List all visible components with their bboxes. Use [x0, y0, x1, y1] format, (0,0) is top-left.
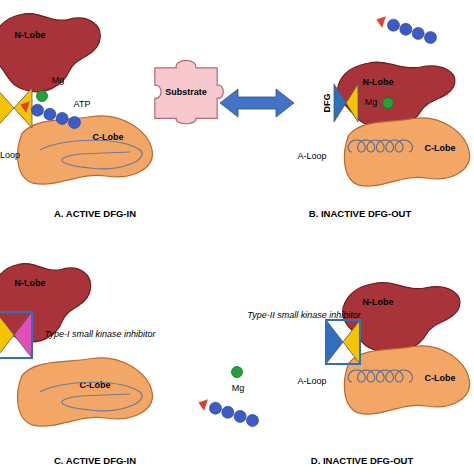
panel-caption: C. ACTIVE DFG-IN [54, 455, 136, 466]
atp-bead [387, 19, 399, 31]
c-lobe-shape [344, 346, 469, 414]
dfg-motif [334, 84, 358, 122]
atp-bead [412, 27, 424, 39]
lobe-label: C-Lobe [425, 143, 456, 153]
lobe-label: N-Lobe [363, 297, 394, 307]
n-lobe: N-Lobe [0, 5, 105, 100]
dfg-right [14, 312, 32, 358]
c-lobe: C-Lobe [342, 110, 472, 195]
phosphate-head [376, 16, 385, 27]
node-outline [15, 350, 155, 435]
atp-bead [246, 414, 258, 426]
inhibitor-label: Type-I small kinase inhibitor [45, 329, 156, 339]
dfg-left [326, 320, 343, 364]
dfg-right [343, 320, 360, 364]
dfg-left [0, 88, 14, 128]
lobe-label: N-Lobe [15, 30, 46, 40]
lobe-label: C-Lobe [93, 132, 124, 142]
atp-bead [56, 112, 68, 124]
node-outline [0, 5, 105, 100]
part-label: A-Loop [297, 151, 326, 161]
type-i-inhibitor-symbol [0, 312, 32, 358]
c-lobe: C-Lobe [15, 350, 155, 435]
substrate: Substrate [145, 55, 227, 127]
panel-caption: DFG [322, 94, 332, 113]
mg-ion [37, 91, 48, 102]
lobe-label: N-Lobe [15, 278, 46, 288]
panel-caption: D. INACTIVE DFG-OUT [311, 455, 413, 466]
n-lobe-shape [0, 14, 100, 92]
dfg-left [334, 84, 346, 122]
lobe-label: C-Lobe [80, 380, 111, 390]
phosphate-head [20, 101, 29, 112]
dfg-right [14, 88, 32, 128]
a-loop-outline [40, 382, 142, 411]
mg-ion [232, 367, 243, 378]
a-loop-coil [348, 140, 412, 152]
panel-caption: A. ACTIVE DFG-IN [54, 208, 136, 219]
panel-caption: B. INACTIVE DFG-OUT [309, 208, 411, 219]
n-lobe-shape [338, 62, 455, 128]
a-loop-coil [348, 370, 412, 382]
equilibrium-arrow [220, 89, 294, 117]
atp-bead [209, 402, 221, 414]
dfg-motif [0, 88, 32, 128]
c-lobe-shape [18, 116, 153, 184]
lobe-label: N-Lobe [363, 77, 394, 87]
dfg-right [346, 84, 358, 122]
part-label: Mg [365, 97, 378, 107]
mg-ion [383, 98, 394, 109]
atp-bead [31, 104, 43, 116]
atp-bead [44, 108, 56, 120]
atp-molecule [376, 16, 436, 43]
dfg-left [0, 312, 14, 358]
atp-molecule [20, 101, 80, 128]
lobe-label: Substrate [165, 87, 207, 97]
c-lobe: C-Lobe [342, 338, 472, 423]
inhibitor-outline [0, 312, 32, 358]
substrate-shape [155, 60, 223, 123]
part-label: ATP [74, 99, 91, 109]
a-loop-outline [40, 140, 142, 169]
atp-bead [234, 410, 246, 422]
part-label: Mg [52, 75, 65, 85]
c-lobe-shape [18, 358, 153, 426]
c-lobe: C-Lobe [15, 108, 155, 193]
type-ii-inhibitor-symbol [326, 320, 360, 364]
atp-bead [222, 406, 234, 418]
node-outline [15, 108, 155, 193]
part-label: A-Loop [297, 376, 326, 386]
c-lobe-shape [344, 118, 469, 186]
inhibitor-label: Type-II small kinase inhibitor [247, 310, 360, 320]
part-label: Loop [0, 150, 20, 160]
atp-molecule [198, 399, 258, 426]
lobe-label: C-Lobe [425, 373, 456, 383]
phosphate-head [198, 399, 207, 410]
atp-bead [68, 116, 80, 128]
part-label: Mg [232, 383, 245, 393]
atp-bead [424, 31, 436, 43]
inhibitor-outline [326, 320, 360, 364]
atp-bead [400, 23, 412, 35]
